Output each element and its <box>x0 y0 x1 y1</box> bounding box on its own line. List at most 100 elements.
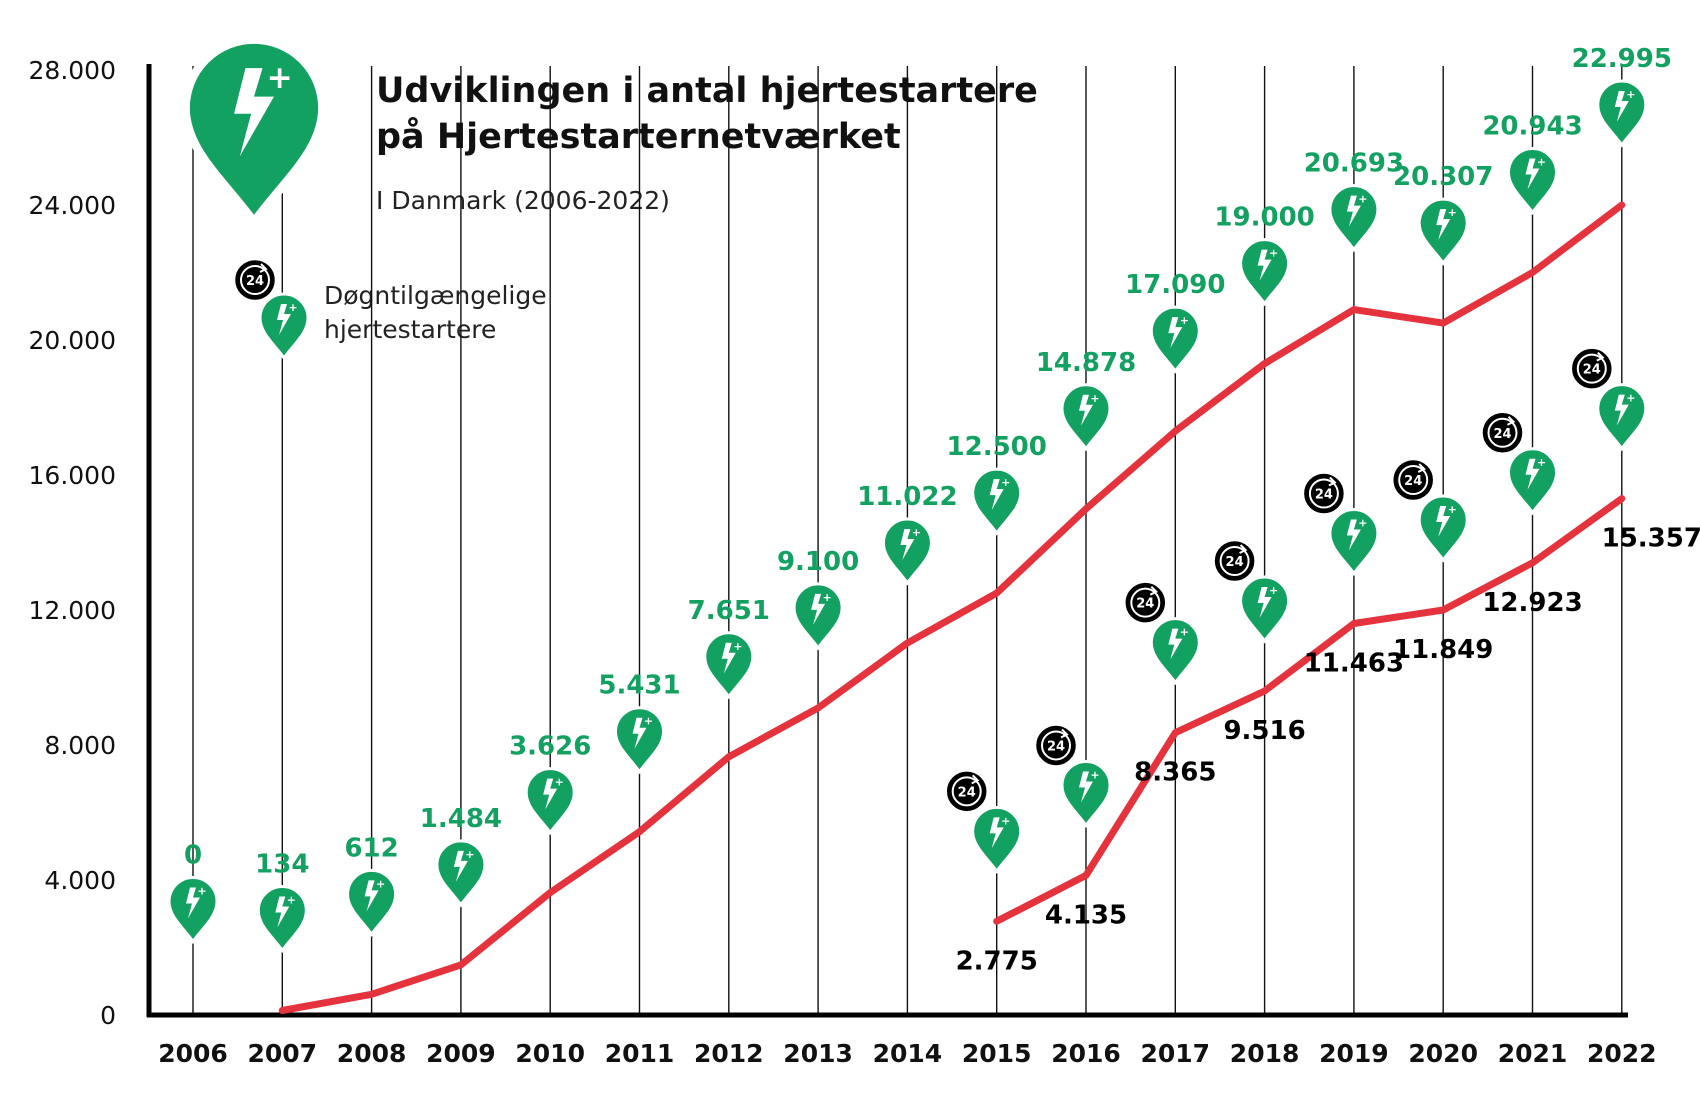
badge-24h-2022-text: 24 <box>1583 363 1601 378</box>
data-label-total-2016: 14.878 <box>1036 348 1136 378</box>
badge-24h-2015-ring <box>951 776 982 807</box>
pin-total-2007-bolt <box>275 896 290 928</box>
pin-total-2006: + <box>167 876 219 945</box>
pin-total-2014-bolt <box>900 529 915 561</box>
pin-total-2020: + <box>1417 197 1469 266</box>
data-label-total-2022: 22.995 <box>1572 44 1672 74</box>
pin-total-2016-plus: + <box>1090 392 1099 405</box>
data-label-24h-2022: 15.357 <box>1602 524 1700 554</box>
pin-total-2010-plus: + <box>555 776 564 789</box>
badge-24h-2019-arrow <box>1328 476 1337 487</box>
pin-total-2012: + <box>703 631 755 700</box>
y-tick-label-20000: 20.000 <box>29 326 116 355</box>
x-tick-label-2014: 2014 <box>873 1039 943 1068</box>
data-label-total-2007: 134 <box>255 849 309 879</box>
pin-total-2008-plus: + <box>376 877 385 890</box>
x-tick-label-2022: 2022 <box>1587 1039 1657 1068</box>
pin-24h-2017-bolt <box>1168 628 1183 660</box>
badge-24h-2017-text: 24 <box>1136 597 1154 612</box>
x-tick-label-2015: 2015 <box>962 1039 1032 1068</box>
pin-24h-2019: + <box>1328 508 1380 577</box>
pin-total-2015: + <box>971 467 1023 536</box>
badge-24h-2020-ring <box>1398 465 1429 495</box>
pin-total-2009: + <box>435 839 487 908</box>
badge-24h-2015-arrow <box>971 774 980 785</box>
chart-subtitle: I Danmark (2006-2022) <box>376 186 670 215</box>
pin-24h-2016-bolt <box>1079 771 1093 803</box>
legend-24h-pin-icon-bolt <box>277 304 291 335</box>
data-label-total-2015: 12.500 <box>947 432 1047 462</box>
pin-total-2020-bolt <box>1436 209 1451 241</box>
x-tick-label-2012: 2012 <box>694 1039 764 1068</box>
data-label-24h-2019: 11.463 <box>1304 649 1404 679</box>
data-label-total-2011: 5.431 <box>598 671 680 701</box>
data-label-total-2009: 1.484 <box>420 804 502 834</box>
pin-24h-2020-plus: + <box>1448 503 1457 516</box>
x-tick-label-2006: 2006 <box>158 1039 228 1068</box>
pin-total-2006-bolt <box>186 887 200 919</box>
legend-label: Døgntilgængelige hjertestartere <box>324 281 547 344</box>
pin-total-2017: + <box>1149 305 1201 374</box>
data-label-total-2013: 9.100 <box>777 547 859 577</box>
x-tick-label-2017: 2017 <box>1141 1039 1211 1068</box>
badge-24h-2021-arrow <box>1507 416 1516 426</box>
badge-24h-2018-ring <box>1219 546 1250 576</box>
y-tick-label-16000: 16.000 <box>29 461 116 490</box>
pin-total-2011-plus: + <box>644 715 653 728</box>
badge-24h-2018: 24 <box>1212 538 1257 584</box>
pin-total-2010: + <box>524 767 576 836</box>
data-label-24h-2015: 2.775 <box>956 946 1038 976</box>
x-tick-label-2008: 2008 <box>337 1039 407 1068</box>
pin-24h-2015: + <box>971 805 1023 874</box>
badge-24h-2016-arrow <box>1060 728 1069 739</box>
x-tick-label-2007: 2007 <box>248 1039 318 1068</box>
pin-total-2017-plus: + <box>1180 314 1189 327</box>
pin-total-2019: + <box>1328 184 1380 253</box>
badge-24h-2021-ring <box>1487 417 1518 448</box>
pin-total-2016-bolt <box>1079 394 1093 426</box>
pin-24h-2022-plus: + <box>1626 392 1635 405</box>
pin-total-2022-bolt <box>1614 91 1629 122</box>
badge-24h-2015-text: 24 <box>958 785 976 800</box>
badge-24h-2019-ring <box>1308 478 1339 509</box>
pin-24h-2022-bolt <box>1614 394 1629 426</box>
badge-24h-2021: 24 <box>1480 410 1525 455</box>
pin-total-2008: + <box>346 868 398 937</box>
pin-total-2021-plus: + <box>1537 156 1546 169</box>
data-label-total-2014: 11.022 <box>857 482 957 512</box>
legend-24h-badge-icon-ring <box>240 265 270 295</box>
badge-24h-2020-arrow <box>1417 463 1426 473</box>
badge-24h-2017-arrow <box>1149 585 1158 596</box>
series-line-total <box>278 201 1626 1014</box>
data-label-total-2012: 7.651 <box>688 596 770 626</box>
badge-24h-2016: 24 <box>1033 723 1079 768</box>
pin-total-2014: + <box>881 517 933 586</box>
y-tick-label-0: 0 <box>100 1001 116 1030</box>
pin-total-2011: + <box>613 706 666 775</box>
data-label-total-2021: 20.943 <box>1482 112 1582 142</box>
x-tick-label-2011: 2011 <box>605 1039 675 1068</box>
pin-24h-2018-bolt <box>1257 587 1272 618</box>
pin-24h-2020-bolt <box>1436 506 1451 537</box>
x-tick-label-2018: 2018 <box>1230 1039 1300 1068</box>
data-label-24h-2016: 4.135 <box>1045 900 1127 930</box>
x-tick-label-2009: 2009 <box>426 1039 496 1068</box>
y-tick-label-4000: 4.000 <box>44 866 116 895</box>
pin-24h-2020: + <box>1417 494 1469 563</box>
pin-total-2018-bolt <box>1257 249 1272 281</box>
pin-24h-2022: + <box>1596 383 1648 452</box>
pin-24h-2021: + <box>1506 447 1559 516</box>
x-tick-label-2010: 2010 <box>515 1039 585 1068</box>
pin-24h-2017-plus: + <box>1180 626 1189 639</box>
y-tick-label-24000: 24.000 <box>29 191 116 220</box>
pin-total-2016: + <box>1060 383 1112 452</box>
pin-total-2014-plus: + <box>912 526 921 539</box>
pin-total-2018-plus: + <box>1269 247 1278 260</box>
badge-24h-2016-text: 24 <box>1047 739 1065 754</box>
badge-24h-2021-text: 24 <box>1493 427 1511 442</box>
badge-24h-2017-ring <box>1130 587 1161 618</box>
data-label-total-2008: 612 <box>344 833 398 863</box>
data-label-24h-2017: 8.365 <box>1134 758 1216 788</box>
pin-total-2019-plus: + <box>1358 193 1367 206</box>
x-tick-label-2020: 2020 <box>1408 1039 1478 1068</box>
